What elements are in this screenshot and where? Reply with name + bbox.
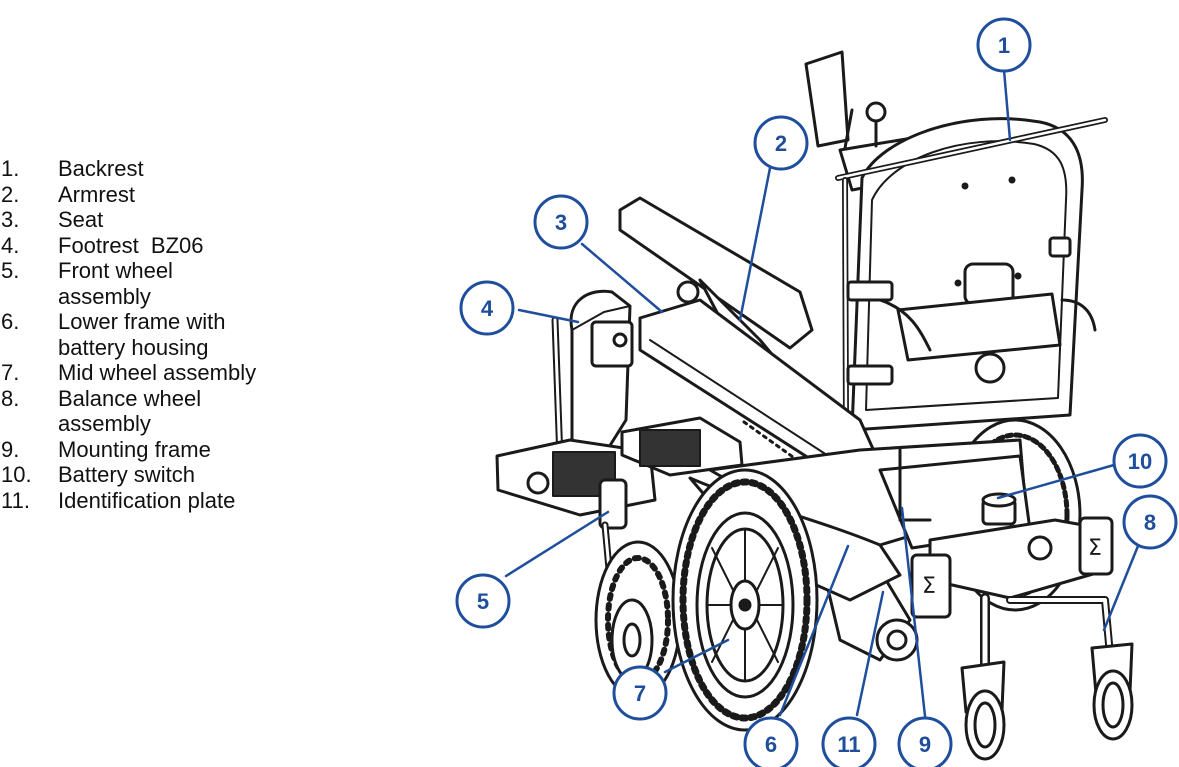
callout-label-3: 3 (555, 210, 567, 235)
balance-wheel-right (1090, 642, 1134, 741)
legend-text: Armrest (58, 181, 135, 207)
legend-number: 8. (1, 385, 20, 411)
leader-5 (504, 510, 610, 578)
callout-label-6: 6 (765, 732, 777, 757)
callout-5: 5 (455, 573, 511, 629)
callout-7: 7 (612, 665, 668, 721)
leader-7 (663, 638, 730, 674)
leader-11 (855, 590, 885, 717)
leader-10 (996, 463, 1116, 500)
legend-item-lower-frame: 6. Lower frame with battery housing (0, 309, 400, 360)
callout-label-5: 5 (477, 589, 489, 614)
leader-2 (738, 166, 772, 322)
legend-item-footrest: 4. Footrest BZ06 (0, 233, 400, 259)
legend-item-mid-wheel: 7. Mid wheel assembly (0, 360, 400, 386)
callout-label-2: 2 (775, 131, 787, 156)
legend-text: Seat (58, 207, 104, 232)
callout-3: 3 (533, 194, 589, 250)
legend-text: Footrest BZ06 (58, 232, 204, 258)
legend-item-mounting-frame: 9. Mounting frame (0, 437, 400, 463)
legend-text: Front wheel assembly (58, 258, 173, 309)
leader-1 (1002, 68, 1012, 142)
legend-text: Lower frame with battery housing (58, 309, 226, 360)
callout-markers: 1 2 3 4 5 6 7 8 (455, 17, 1178, 767)
legend-item-seat: 3. Seat (0, 207, 400, 233)
legend-number: 5. (1, 258, 20, 283)
legend-item-balance-wheel: 8. Balance wheel assembly (0, 386, 400, 437)
svg-text:Σ: Σ (922, 574, 936, 599)
legend-number: 11. (1, 487, 30, 513)
callout-4: 4 (459, 280, 515, 336)
mid-drive-wheel (671, 468, 819, 732)
leader-8 (1102, 544, 1140, 632)
legend-item-battery-switch: 10. Battery switch (0, 462, 400, 488)
leader-6 (778, 544, 850, 717)
callout-label-4: 4 (481, 296, 494, 321)
leader-9 (900, 506, 927, 718)
svg-text:Σ: Σ (1088, 536, 1102, 561)
legend-number: 2. (1, 181, 20, 207)
legend-text: Balance wheel assembly (58, 385, 202, 437)
legend-number: 4. (1, 232, 20, 258)
leader-3 (580, 242, 664, 314)
callout-1: 1 (976, 17, 1032, 73)
legend-text: Identification plate (58, 487, 236, 513)
legend-number: 10. (1, 462, 32, 487)
balance-wheel-frame: Σ Σ (910, 516, 1114, 685)
legend-text: Mounting frame (58, 436, 211, 462)
legend-number: 7. (1, 360, 20, 385)
parts-legend: 1. Backrest 2. Armrest 3. Seat 4. Footrest B… (0, 156, 400, 513)
backrest (835, 117, 1108, 432)
callout-leaders (504, 68, 1140, 718)
callout-9: 9 (897, 716, 953, 767)
callout-label-9: 9 (919, 732, 931, 757)
legend-text: Mid wheel assembly (58, 360, 257, 385)
legend-item-armrest: 2. Armrest (0, 182, 400, 208)
balance-wheel-left (960, 660, 1006, 761)
callout-10: 10 (1112, 433, 1168, 489)
legend-number: 1. (1, 156, 20, 181)
callout-label-7: 7 (634, 681, 646, 706)
legend-number: 6. (1, 309, 20, 334)
legend-number: 9. (1, 436, 20, 462)
callout-8: 8 (1122, 494, 1178, 550)
callout-11: 11 (821, 716, 877, 767)
legend-number: 3. (1, 207, 20, 232)
legend-text: Battery switch (58, 462, 195, 487)
legend-item-front-wheel: 5. Front wheel assembly (0, 258, 400, 309)
leader-4 (517, 308, 580, 324)
callout-label-8: 8 (1144, 510, 1156, 535)
legend-item-identification-plate: 11. Identification plate (0, 488, 400, 514)
legend-text: Backrest (58, 156, 144, 181)
callout-6: 6 (743, 716, 799, 767)
callout-label-10: 10 (1128, 449, 1152, 474)
power-wheelchair-drawing: Σ Σ (495, 50, 1134, 761)
callout-label-11: 11 (837, 732, 860, 757)
legend-item-backrest: 1. Backrest (0, 156, 400, 182)
callout-2: 2 (753, 115, 809, 171)
callout-label-1: 1 (998, 33, 1010, 58)
